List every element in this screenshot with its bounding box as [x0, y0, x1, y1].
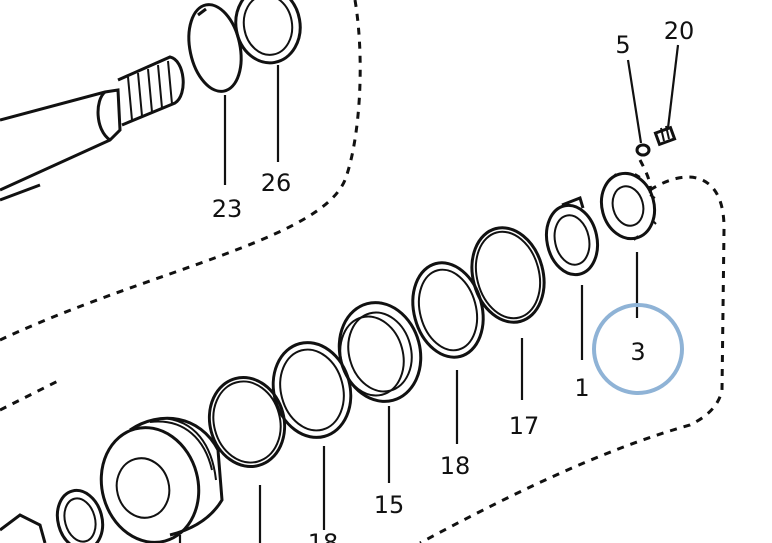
part-5-ball — [635, 143, 651, 157]
highlight-ring-callout-3 — [592, 303, 684, 395]
callout-1: 1 — [574, 374, 589, 402]
leader-5 — [626, 59, 643, 144]
o-ring-lower — [207, 375, 287, 469]
dashed-boundary-right — [419, 175, 726, 543]
callout-5: 5 — [615, 31, 630, 59]
part-17-o-ring — [470, 226, 546, 324]
dashed-boundary-upper — [0, 0, 362, 342]
part-18-backup-ring-lower — [271, 341, 353, 439]
callout-3: 3 — [630, 338, 645, 366]
small-ring-lower-left — [55, 488, 105, 543]
partial-part-lower-left — [0, 513, 47, 543]
part-20-set-screw — [653, 125, 677, 147]
callout-18-upper: 18 — [440, 452, 471, 480]
leader-20 — [666, 44, 680, 129]
piston — [99, 416, 224, 543]
part-18-backup-ring-upper — [411, 261, 485, 359]
callout-18-lower: 18 — [308, 529, 339, 543]
callout-23: 23 — [212, 195, 243, 223]
callout-15: 15 — [374, 491, 405, 519]
part-1-lock-washer — [544, 196, 600, 277]
shaft — [0, 55, 185, 202]
callout-20: 20 — [664, 17, 695, 45]
part-23-retaining-ring — [187, 3, 243, 93]
dashed-boundary-left — [0, 378, 61, 412]
part-26-washer — [234, 0, 302, 65]
part-3-slotted-nut — [599, 171, 657, 241]
callout-26: 26 — [261, 169, 292, 197]
callout-17: 17 — [509, 412, 540, 440]
